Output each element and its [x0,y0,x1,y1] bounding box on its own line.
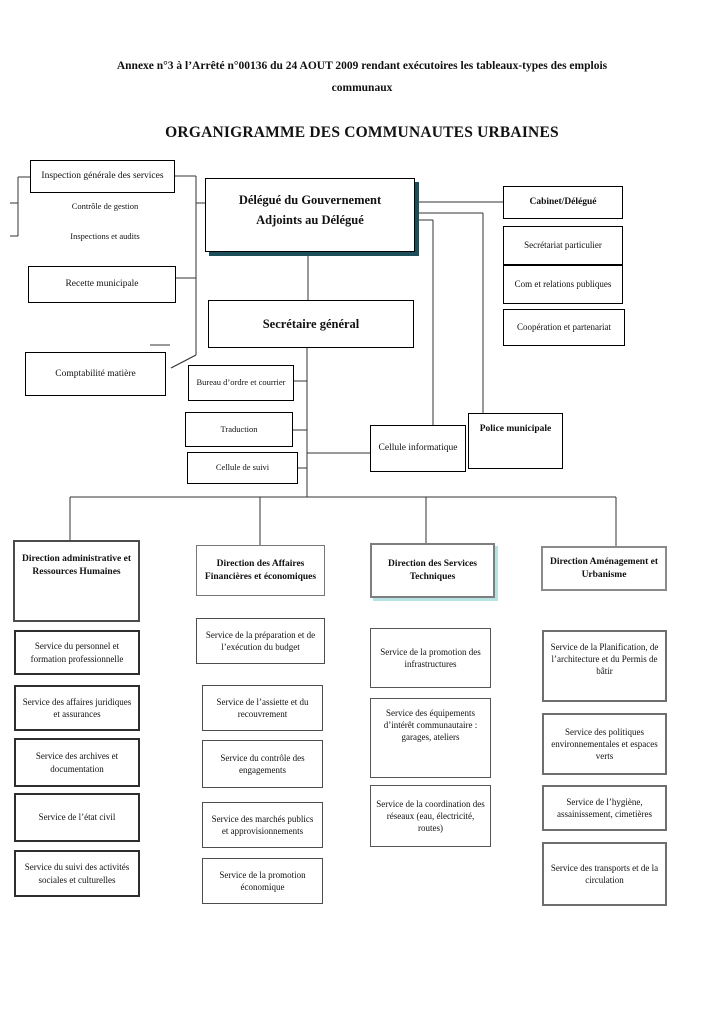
box-service-budget: Service de la préparation et de l’exécut… [196,618,325,664]
box-cabinet-delegue: Cabinet/Délégué [503,186,623,219]
box-service-marches-publics: Service des marchés publics et approvisi… [202,802,323,848]
box-secretaire-general: Secrétaire général [208,300,414,348]
box-service-activites-sociales: Service du suivi des activités sociales … [14,850,140,897]
box-cellule-informatique: Cellule informatique [370,425,466,472]
box-cellule-suivi: Cellule de suivi [187,452,298,484]
delegue-line-2: Adjoints au Délégué [256,213,364,227]
box-service-assiette: Service de l’assiette et du recouvrement [202,685,323,731]
box-police-municipale: Police municipale [468,413,563,469]
box-secretariat-particulier: Secrétariat particulier [503,226,623,265]
box-inspection-generale: Inspection générale des services [30,160,175,193]
annexe-note: Annexe n°3 à l’Arrêté n°00136 du 24 AOUT… [62,56,662,100]
box-com-relations-publiques: Com et relations publiques [503,265,623,304]
box-service-planification: Service de la Planification, de l’archit… [542,630,667,702]
box-comptabilite-matiere: Comptabilité matière [25,352,166,396]
box-service-controle-engagements: Service du contrôle des engagements [202,740,323,788]
box-service-personnel: Service du personnel et formation profes… [14,630,140,675]
box-service-equipements: Service des équipements d’intérêt commun… [370,698,491,778]
box-service-coordination-reseaux: Service de la coordination des réseaux (… [370,785,491,847]
box-bureau-ordre-courrier: Bureau d’ordre et courrier [188,365,294,401]
annexe-line-1: Annexe n°3 à l’Arrêté n°00136 du 24 AOUT… [116,60,608,72]
label-inspections-audits: Inspections et audits [70,231,140,241]
box-direction-affaires-financieres: Direction des Affaires Financières et éc… [196,545,325,596]
box-service-promotion-economique: Service de la promotion économique [202,858,323,904]
box-service-archives: Service des archives et documentation [14,738,140,787]
annexe-line-2: communaux [331,81,393,94]
box-service-politiques-environnementales: Service des politiques environnementales… [542,713,667,775]
box-service-promotion-infrastructures: Service de la promotion des infrastructu… [370,628,491,688]
page-title: ORGANIGRAMME DES COMMUNAUTES URBAINES [165,124,559,141]
box-recette-municipale: Recette municipale [28,266,176,303]
box-direction-amenagement-urbanisme: Direction Aménagement et Urbanisme [541,546,667,591]
label-controle-gestion: Contrôle de gestion [71,201,139,211]
box-service-affaires-juridiques: Service des affaires juridiques et assur… [14,685,140,731]
box-delegue-gouvernement: Délégué du Gouvernement Adjoints au Délé… [205,178,415,252]
box-traduction: Traduction [185,412,293,447]
box-service-transports: Service des transports et de la circulat… [542,842,667,906]
box-service-hygiene: Service de l’hygiène, assainissement, ci… [542,785,667,831]
box-direction-administrative: Direction administrative et Ressources H… [13,540,140,622]
delegue-line-1: Délégué du Gouvernement [238,193,382,207]
box-direction-services-techniques: Direction des Services Techniques [370,543,495,598]
box-service-etat-civil: Service de l’état civil [14,793,140,842]
box-cooperation-partenariat: Coopération et partenariat [503,309,625,346]
